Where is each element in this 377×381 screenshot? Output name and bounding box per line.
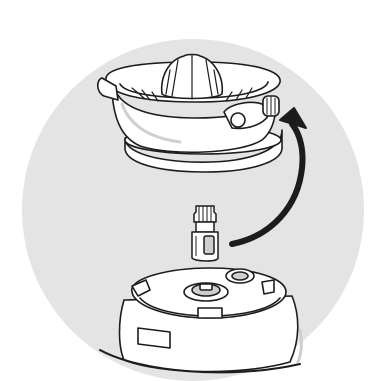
drive-shaft-adapter [192,206,218,261]
